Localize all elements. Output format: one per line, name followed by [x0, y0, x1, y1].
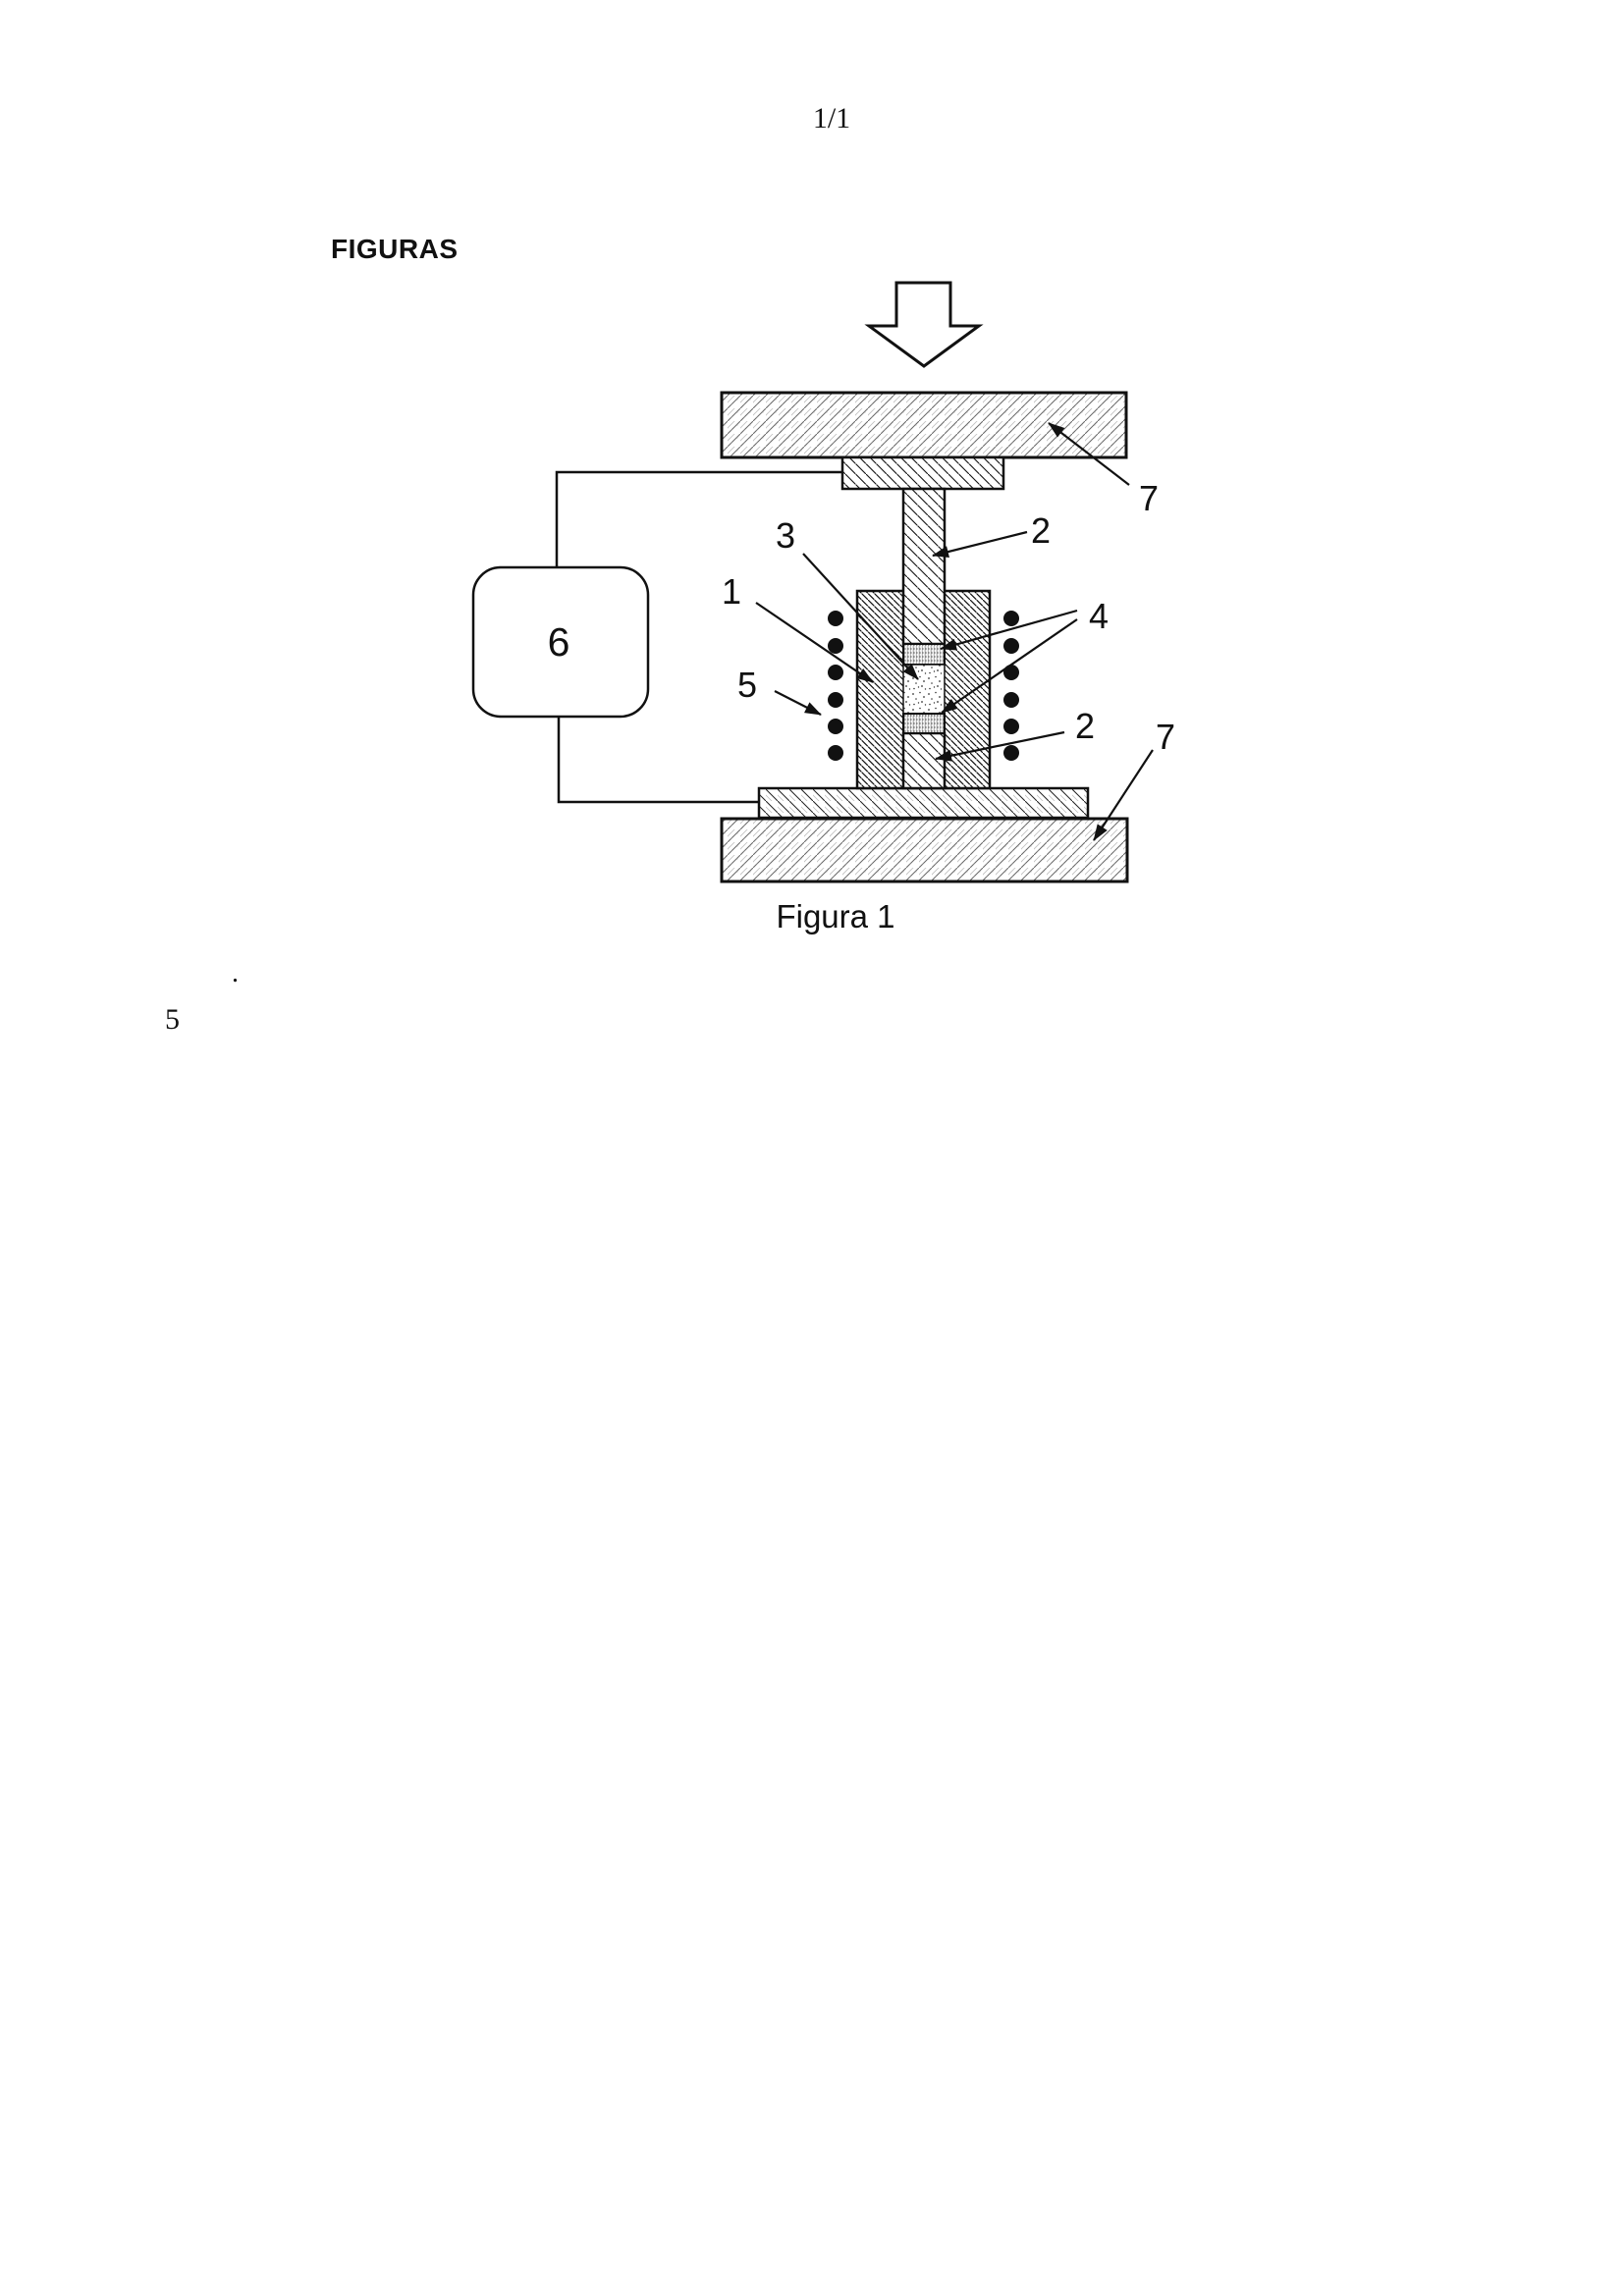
lower-press-plate: [720, 817, 1129, 883]
leader-spacer-lower: [941, 618, 1078, 714]
margin-line-number: 5: [165, 1003, 180, 1036]
section-heading: FIGURAS: [331, 234, 459, 264]
label-power-supply: 6: [548, 619, 570, 665]
lower-spacer: [902, 713, 946, 734]
upper-spacer: [902, 643, 946, 666]
upper-punch: [901, 487, 947, 646]
support-plate: [757, 786, 1090, 820]
margin-period: .: [232, 958, 239, 988]
label-upper-punch: 2: [1031, 510, 1051, 551]
page-number: 1/1: [813, 102, 850, 134]
figure-caption: Figura 1: [776, 898, 894, 934]
leader-upper-press-plate: [1048, 422, 1130, 486]
upper-punch-holder: [840, 455, 1005, 491]
leader-sample: [802, 553, 919, 680]
force-arrow-icon: [864, 281, 984, 368]
power-supply-box: [471, 565, 650, 719]
leader-lower-punch: [935, 730, 1065, 762]
leader-lower-press-plate: [1093, 749, 1154, 841]
leader-coil: [774, 690, 822, 716]
label-lower-press-plate: 7: [1156, 717, 1175, 757]
upper-press-plate: [720, 391, 1128, 459]
label-die: 1: [722, 571, 741, 612]
wire-upper: [555, 470, 842, 567]
label-spacers: 4: [1089, 596, 1109, 636]
label-upper-press-plate: 7: [1139, 478, 1159, 518]
leader-die: [755, 602, 874, 683]
leader-upper-punch: [932, 530, 1028, 558]
wire-lower: [557, 717, 759, 804]
lower-punch: [901, 731, 947, 790]
coil-left: [828, 611, 843, 761]
sample-powder: [902, 664, 946, 715]
label-lower-punch: 2: [1075, 706, 1095, 746]
label-coil: 5: [737, 665, 757, 705]
coil-right: [1003, 611, 1019, 761]
leader-spacer-upper: [940, 609, 1078, 651]
label-sample: 3: [776, 515, 795, 556]
